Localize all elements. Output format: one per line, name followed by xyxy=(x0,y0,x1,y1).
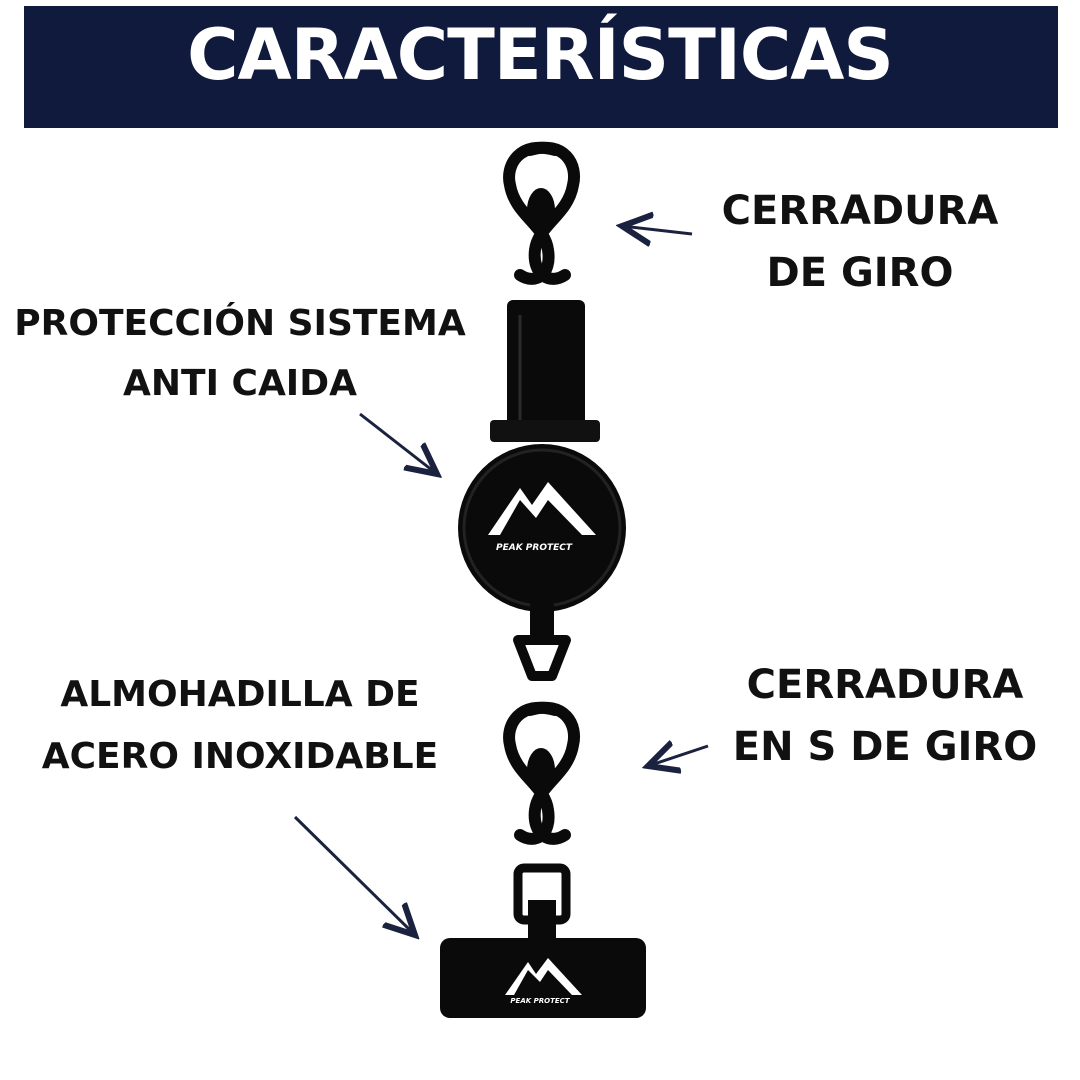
strap-icon xyxy=(490,300,600,442)
arrow-icon xyxy=(293,815,415,935)
label-line: ALMOHADILLA DE xyxy=(60,674,420,715)
label-line: DE GIRO xyxy=(766,250,954,296)
page-title: CARACTERÍSTICAS xyxy=(187,14,894,96)
connector-icon xyxy=(513,600,571,681)
brand-logo-text: PEAK PROTECT xyxy=(510,997,570,1005)
label-anti-fall: PROTECCIÓN SISTEMA ANTI CAIDA xyxy=(0,294,480,414)
arrow-icon xyxy=(622,226,693,234)
retractable-reel-icon xyxy=(458,444,626,612)
label-steel-pad: ALMOHADILLA DE ACERO INOXIDABLE xyxy=(20,664,460,788)
s-carabiner-icon xyxy=(503,141,580,285)
arrow-icon xyxy=(359,412,437,474)
label-line: ANTI CAIDA xyxy=(123,363,357,404)
label-line: ACERO INOXIDABLE xyxy=(41,736,439,777)
label-swivel-lock: CERRADURA DE GIRO xyxy=(700,180,1020,304)
label-line: EN S DE GIRO xyxy=(732,724,1038,770)
arrow-icon xyxy=(648,746,709,766)
header-banner xyxy=(24,6,1058,128)
label-line: CERRADURA xyxy=(721,188,999,234)
label-line: CERRADURA xyxy=(746,662,1024,708)
s-carabiner-icon xyxy=(503,701,580,845)
brand-logo-text: PEAK PROTECT xyxy=(496,543,573,553)
label-line: PROTECCIÓN SISTEMA xyxy=(14,303,466,344)
steel-pad-icon xyxy=(440,863,646,1018)
label-s-swivel-lock: CERRADURA EN S DE GIRO xyxy=(720,654,1050,778)
